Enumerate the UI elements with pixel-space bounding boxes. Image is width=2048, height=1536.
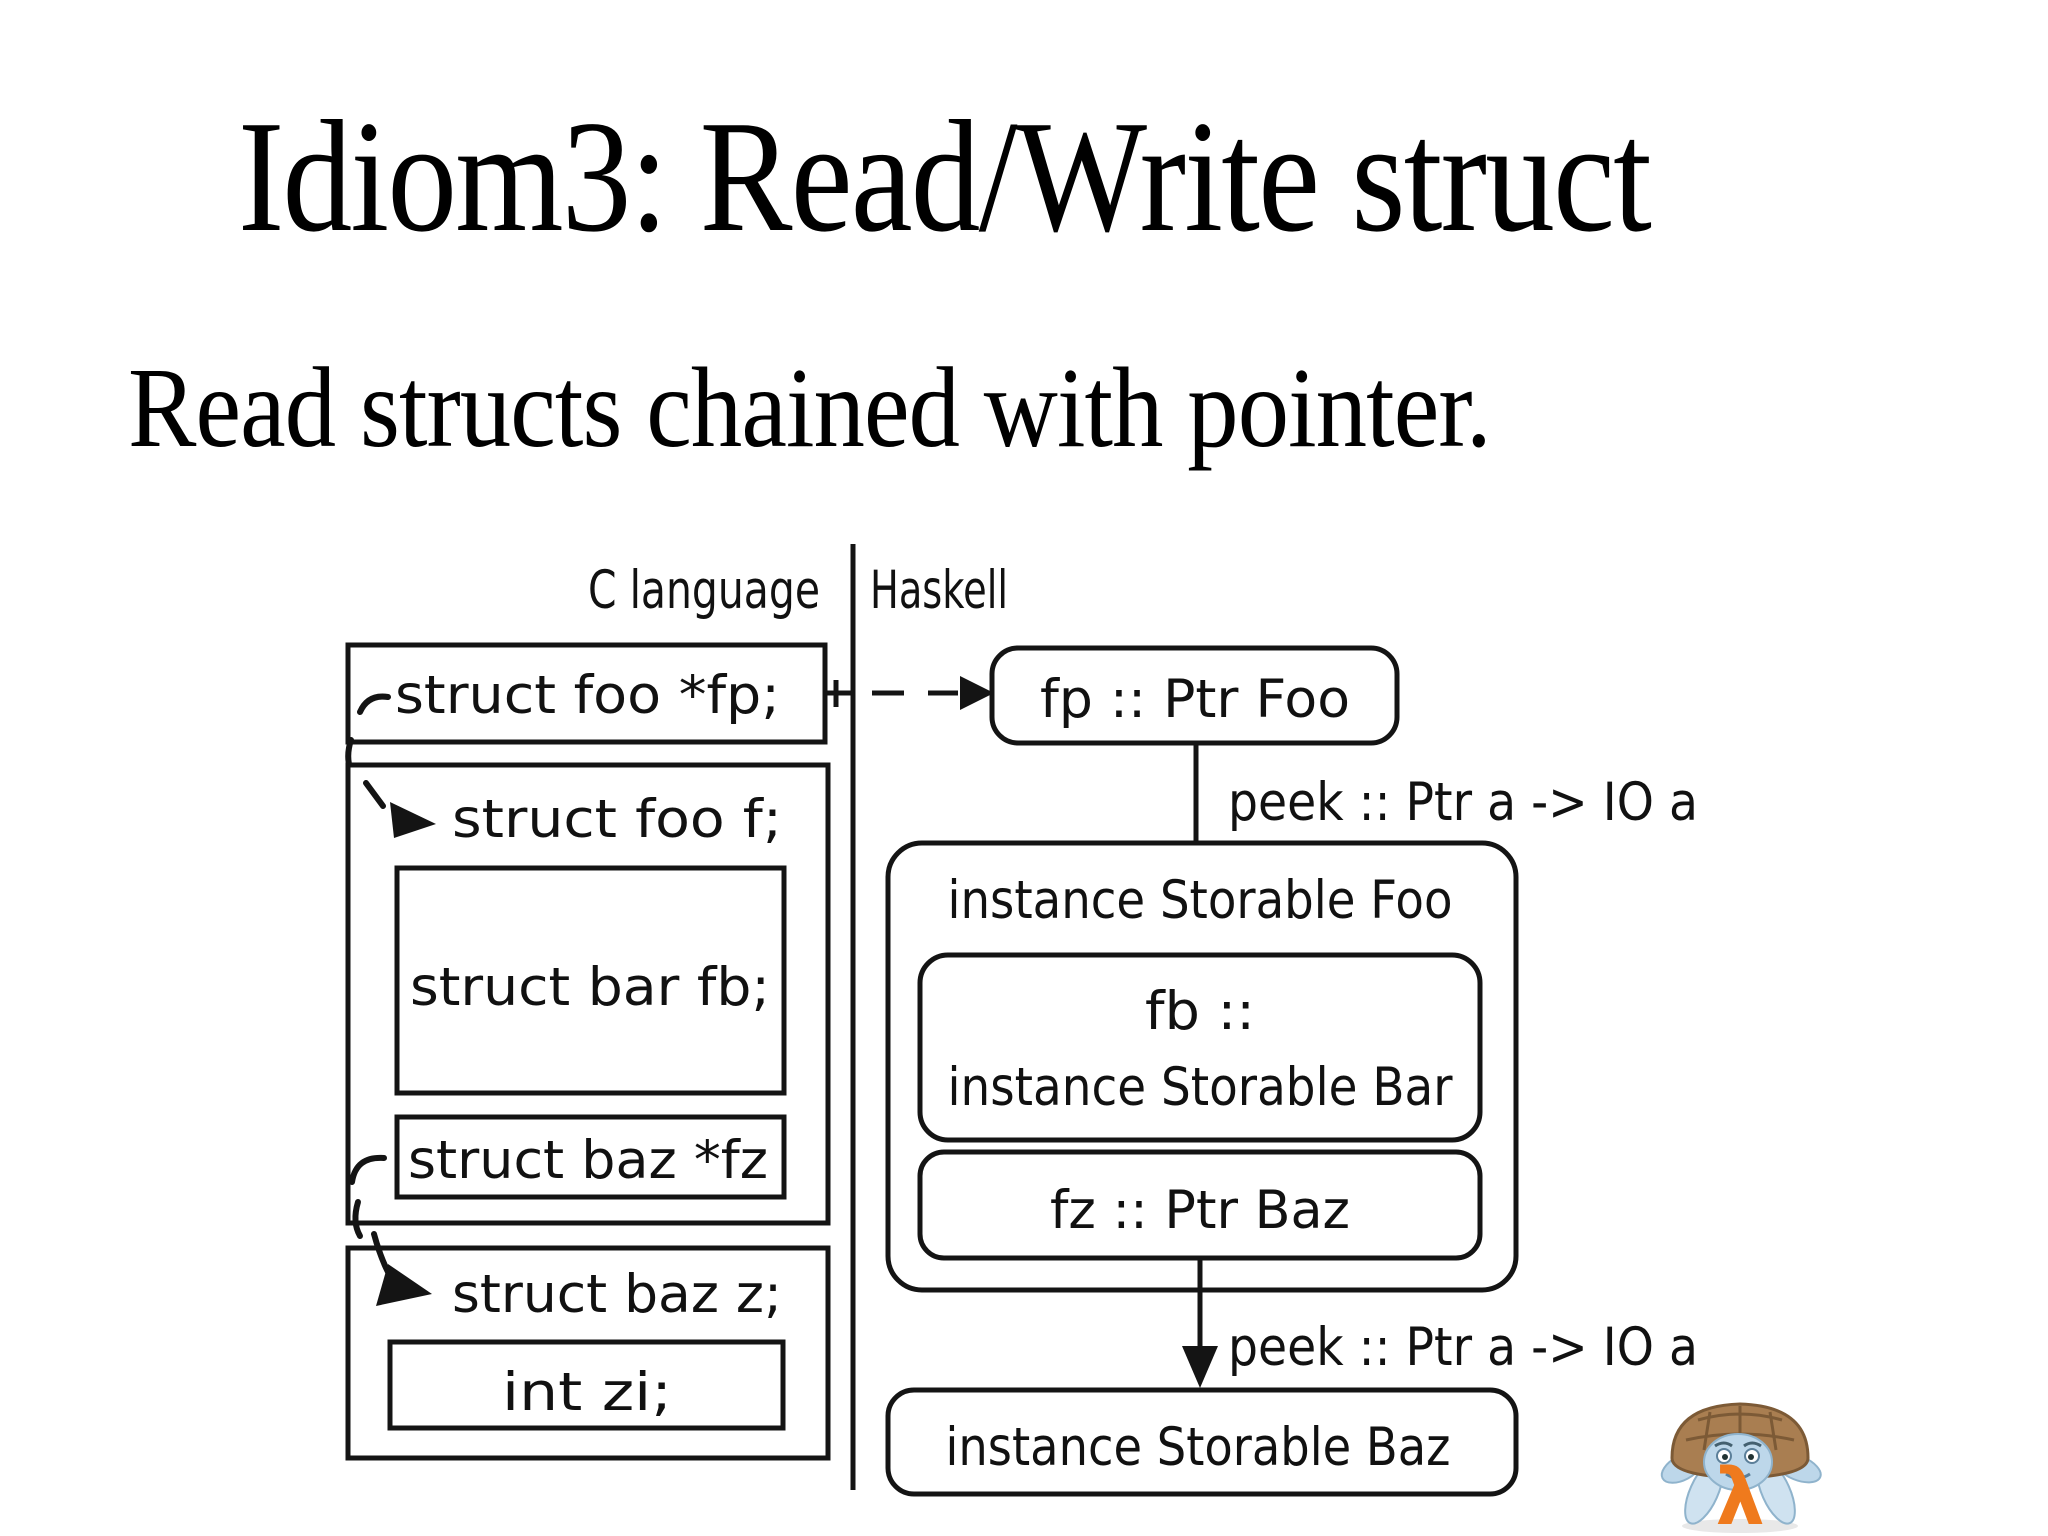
peek-arrow-lower-head-icon (1182, 1346, 1218, 1388)
column-header-haskell: Haskell (870, 560, 1008, 621)
c-box-int-field-label: int zi; (502, 1362, 672, 1423)
logo-shadow (1682, 1519, 1798, 1533)
hand-arrow-baz-icon (376, 1264, 432, 1306)
hs-box-fb-line1: fb :: (1145, 981, 1255, 1042)
hs-box-fp-type (989, 645, 1400, 746)
hs-box-fp-type-label: fp :: Ptr Foo (1040, 669, 1350, 730)
hs-box-fz-type-label: fz :: Ptr Baz (1050, 1180, 1350, 1241)
c-box-bar-field (394, 865, 787, 1096)
peek-label-lower: peek :: Ptr a -> IO a (1228, 1317, 1698, 1378)
hand-squiggle-fp (357, 693, 391, 715)
turtle-head (1703, 1433, 1773, 1491)
peek-label-upper: peek :: Ptr a -> IO a (1228, 772, 1698, 833)
hs-box-storable-baz (885, 1387, 1519, 1497)
hand-comma-below-fz (352, 1199, 363, 1239)
hs-box-storable-bar (917, 952, 1483, 1143)
subtitle: Read structs chained with pointer. (128, 344, 1492, 471)
struct-mapping-diagram: C language Haskell struct foo *fp; fp ::… (345, 544, 1698, 1497)
hand-arrow-foo-icon (390, 802, 436, 838)
c-box-baz-decl-label: struct baz z; (452, 1264, 782, 1325)
c-box-fp-decl (345, 642, 828, 745)
c-box-bar-field-label: struct bar fb; (410, 957, 770, 1018)
dashed-link-arrowhead-icon (960, 676, 994, 710)
c-box-baz-ptr-field (394, 1114, 787, 1200)
haskell-turtle-logo: λ (1660, 1402, 1822, 1536)
c-box-foo-decl-label: struct foo f; (452, 789, 782, 850)
column-header-c: C language (588, 560, 820, 621)
hs-box-fb-line2: instance Storable Bar (948, 1057, 1453, 1118)
c-box-int-field (387, 1339, 786, 1431)
hs-box-storable-foo-label: instance Storable Foo (948, 870, 1453, 931)
c-box-baz-ptr-field-label: struct baz *fz (408, 1130, 768, 1191)
page-title: Idiom3: Read/Write struct (238, 87, 1652, 265)
c-box-fp-decl-label: struct foo *fp; (395, 665, 780, 726)
hand-stroke-foo (363, 780, 386, 809)
hand-squiggle-fz (349, 1154, 387, 1185)
lambda-glyph: λ (1715, 1453, 1764, 1536)
hs-box-storable-baz-label: instance Storable Baz (946, 1417, 1451, 1478)
